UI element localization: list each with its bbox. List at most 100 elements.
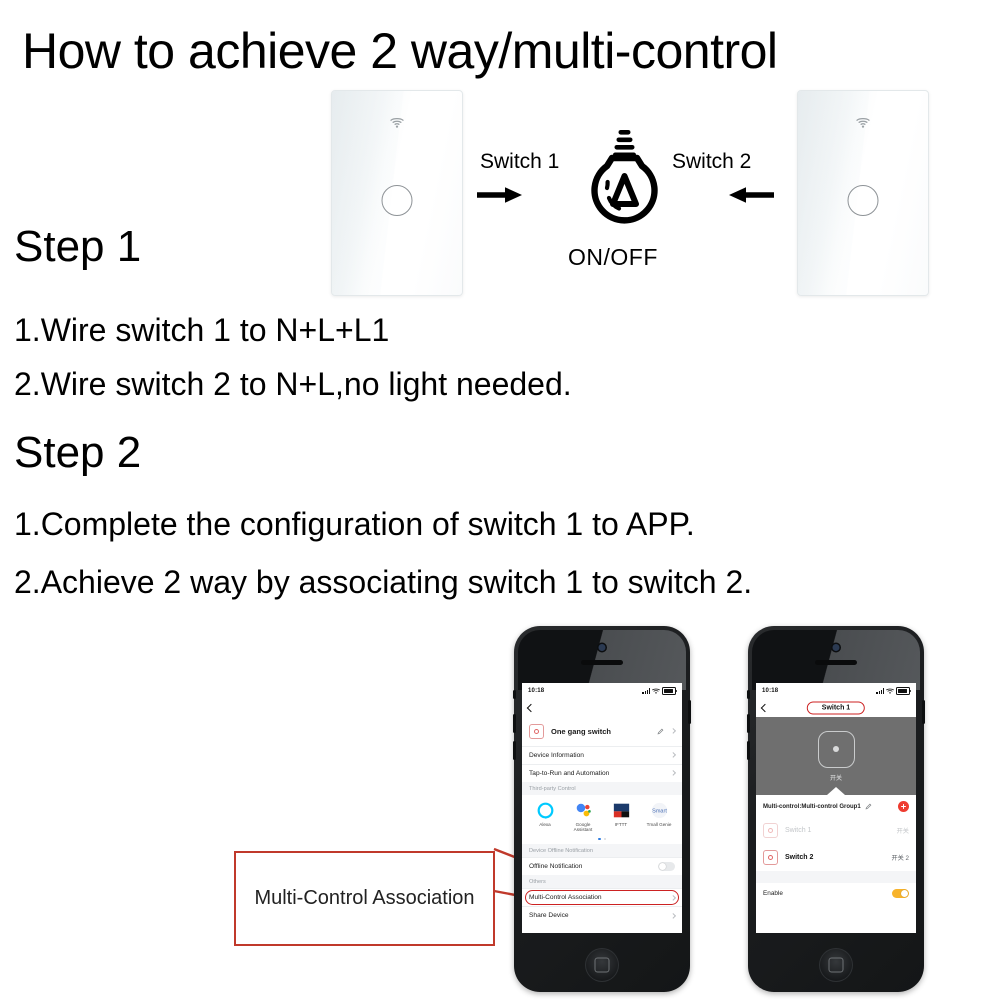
tile-tmall-genie[interactable]: Smart Tmall Genie (642, 801, 676, 833)
arrow-right-icon (477, 187, 522, 203)
switch-1-label: Switch 1 (480, 150, 560, 173)
switch-device-icon (763, 823, 778, 838)
phone-top-glass (518, 630, 686, 690)
tile-label: IFTTT (614, 822, 628, 827)
chevron-right-icon (669, 752, 676, 759)
sheet-notch-icon (827, 787, 845, 795)
row-label: Share Device (529, 912, 569, 920)
offline-notification-toggle[interactable] (658, 862, 675, 872)
nav-bar: Switch 1 (756, 699, 916, 717)
step-1-line-2: 2.Wire switch 2 to N+L,no light needed. (14, 366, 572, 402)
group-member-switch-2[interactable]: Switch 2 开关 2 (756, 844, 916, 871)
touch-button (847, 185, 879, 216)
signal-bars-icon (876, 688, 884, 694)
section-others: Others (522, 875, 682, 889)
pencil-icon[interactable] (865, 803, 872, 810)
control-caption: 开关 (829, 775, 842, 782)
chevron-right-icon (669, 912, 676, 920)
tmall-genie-icon: Smart (650, 801, 668, 819)
chevron-right-icon (669, 728, 676, 735)
member-detail: 开关 (896, 828, 909, 835)
signal-bars-icon (642, 688, 650, 694)
row-device-information[interactable]: Device Information (522, 746, 682, 764)
row-label: Multi-Control Association (529, 894, 602, 902)
enable-label: Enable (763, 889, 783, 897)
mute-switch[interactable] (513, 690, 516, 699)
status-bar: 10:18 (756, 683, 916, 699)
member-detail: 开关 2 (891, 855, 909, 862)
enable-toggle[interactable] (892, 888, 909, 898)
status-bar: 10:18 (522, 683, 682, 699)
front-camera-icon (598, 644, 606, 651)
member-name: Switch 1 (785, 827, 812, 834)
google-assistant-icon (574, 801, 592, 819)
row-label: Offline Notification (529, 863, 583, 871)
power-button[interactable] (922, 700, 925, 724)
device-header[interactable]: One gang switch (522, 717, 682, 746)
power-button-icon[interactable] (817, 730, 855, 768)
tile-google-assistant[interactable]: Google Assistant (566, 801, 600, 833)
mute-switch[interactable] (747, 690, 750, 699)
enable-row[interactable]: Enable (756, 883, 916, 903)
home-button[interactable] (819, 948, 853, 982)
row-label: Device Information (529, 752, 584, 759)
switch-2-label: Switch 2 (672, 150, 752, 173)
page-title: How to achieve 2 way/multi-control (22, 23, 778, 79)
wall-switch-1 (331, 90, 463, 296)
callout-label: Multi-Control Association (254, 887, 475, 909)
power-button[interactable] (688, 700, 691, 724)
tile-ifttt[interactable]: IFTTT (604, 801, 638, 833)
arrow-left-icon (729, 187, 774, 203)
nav-bar (522, 699, 682, 717)
step-2-heading: Step 2 (14, 428, 142, 477)
earpiece-speaker (815, 660, 857, 665)
wifi-icon (856, 117, 870, 128)
front-camera-icon (832, 644, 840, 651)
chevron-left-icon[interactable] (760, 703, 770, 713)
wifi-icon (652, 688, 660, 694)
section-device-offline-notification: Device Offline Notification (522, 844, 682, 858)
wifi-icon (390, 117, 404, 128)
row-offline-notification[interactable]: Offline Notification (522, 857, 682, 876)
section-divider (756, 871, 916, 883)
wall-switch-2 (797, 90, 929, 296)
device-name: One gang switch (551, 727, 612, 736)
pencil-icon[interactable] (657, 728, 664, 735)
status-time: 10:18 (762, 688, 779, 694)
row-tap-to-run-automation[interactable]: Tap-to-Run and Automation (522, 764, 682, 782)
on-off-label: ON/OFF (568, 244, 658, 270)
plus-icon[interactable] (898, 801, 909, 812)
chevron-right-icon (669, 894, 676, 902)
group-member-switch-1[interactable]: Switch 1 开关 (756, 817, 916, 844)
nav-title-switch-1: Switch 1 (806, 701, 866, 715)
volume-up-button[interactable] (513, 714, 516, 733)
tile-label: Google Assistant (573, 822, 593, 833)
chevron-left-icon[interactable] (526, 703, 536, 713)
device-control-area: 开关 (756, 717, 916, 795)
chevron-right-icon (669, 770, 676, 777)
section-third-party-control: Third-party Control (522, 782, 682, 795)
tiles-pager[interactable] (522, 834, 682, 845)
group-title: Multi-control:Multi-control Group1 (763, 803, 861, 810)
status-time: 10:18 (528, 688, 545, 694)
home-square-icon (828, 957, 844, 973)
switch-device-icon (763, 850, 778, 865)
tile-alexa[interactable]: Alexa (528, 801, 562, 833)
row-multi-control-association[interactable]: Multi-Control Association (522, 888, 682, 907)
phone-device-settings: 10:18 One gang switch (513, 626, 691, 992)
step-2-line-1: 1.Complete the configuration of switch 1… (14, 506, 695, 542)
volume-down-button[interactable] (747, 741, 750, 760)
step-1-line-1: 1.Wire switch 1 to N+L+L1 (14, 312, 390, 348)
battery-icon (896, 687, 912, 695)
row-share-device[interactable]: Share Device (522, 906, 682, 925)
phone-multi-control-group: 10:18 Switch 1 开关 (747, 626, 925, 992)
status-icons (642, 687, 678, 695)
volume-down-button[interactable] (513, 741, 516, 760)
volume-up-button[interactable] (747, 714, 750, 733)
home-button[interactable] (585, 948, 619, 982)
member-name: Switch 2 (785, 854, 814, 861)
third-party-tiles: Alexa Google Assistant IFTTT Smar (522, 795, 682, 835)
tile-label: Alexa (539, 822, 551, 827)
earpiece-speaker (581, 660, 623, 665)
